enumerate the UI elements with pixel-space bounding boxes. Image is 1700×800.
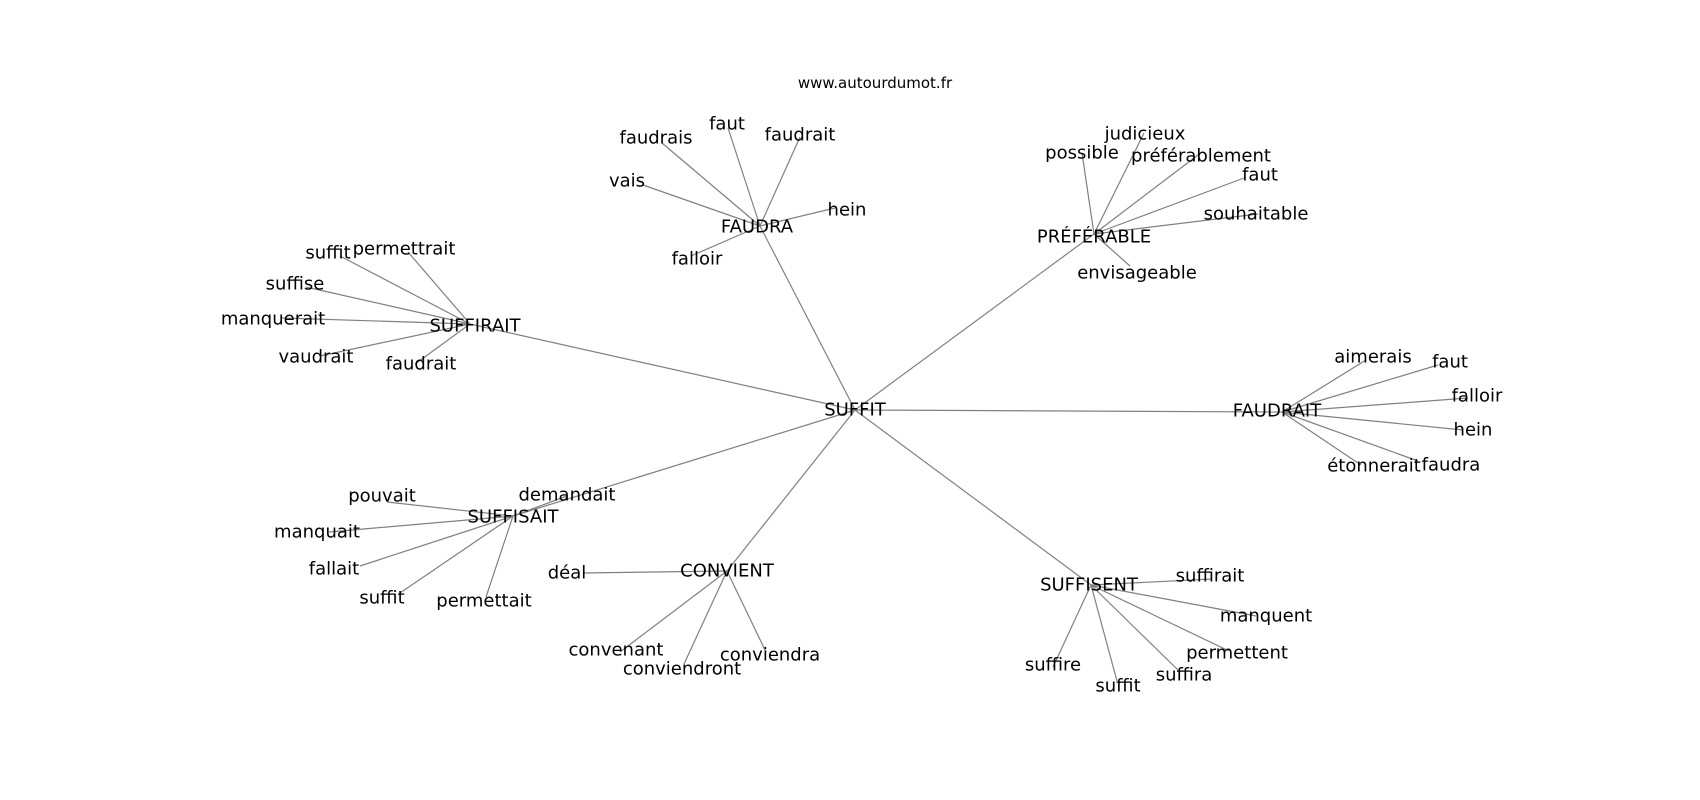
edge-preferable-leaf <box>1093 154 1199 235</box>
leaf-node[interactable]: déal <box>548 563 587 584</box>
edge-center-faudra <box>759 225 856 411</box>
edge-faudra-leaf <box>661 142 761 227</box>
edge-suffisent-leaf <box>1090 584 1257 617</box>
edge-suffisait-leaf <box>359 515 514 567</box>
edge-suffisait-leaf <box>328 515 514 533</box>
edge-preferable-leaf <box>1081 152 1095 235</box>
edge-faudrait-leaf <box>1281 411 1362 466</box>
leaf-node[interactable]: suffit <box>359 588 404 609</box>
edge-preferable-leaf <box>1093 132 1145 235</box>
leaf-node[interactable]: faudrais <box>619 128 692 149</box>
leaf-node[interactable]: manquait <box>274 522 360 543</box>
leaf-node[interactable]: manquent <box>1220 606 1312 627</box>
hub-node-suffisent[interactable]: SUFFISENT <box>1040 575 1139 596</box>
leaf-node[interactable]: vais <box>609 171 645 192</box>
leaf-node[interactable]: étonnerait <box>1327 456 1421 477</box>
leaf-node[interactable]: permettent <box>1186 643 1288 664</box>
edge-suffirait-leaf <box>281 317 471 325</box>
edge-suffirait-leaf <box>339 255 471 325</box>
leaf-node[interactable]: permettrait <box>353 239 456 260</box>
edge-faudra-leaf <box>690 225 761 257</box>
edge-faudra-leaf <box>642 184 761 227</box>
graph-labels: SUFFIT FAUDRA faudrais faut faudrait vais hein… <box>221 114 1503 697</box>
edge-suffisait-leaf <box>485 515 514 598</box>
leaf-node[interactable]: faut <box>1432 352 1468 373</box>
hub-node-faudra[interactable]: FAUDRA <box>721 217 794 238</box>
leaf-node[interactable]: vaudrait <box>278 347 353 368</box>
graph-edges <box>281 127 1469 682</box>
edge-suffisait-leaf <box>399 515 514 594</box>
leaf-node[interactable]: hein <box>1454 420 1493 441</box>
leaf-node[interactable]: judicieux <box>1104 124 1186 145</box>
edge-suffisent-leaf <box>1090 584 1230 652</box>
edge-preferable-leaf <box>1093 213 1259 235</box>
leaf-node[interactable]: falloir <box>672 249 723 270</box>
edge-suffisent-leaf <box>1052 584 1092 668</box>
leaf-node[interactable]: suffira <box>1156 665 1213 686</box>
leaf-node[interactable]: suffire <box>1025 655 1081 676</box>
edge-convient-leaf <box>582 570 728 574</box>
edge-faudra-leaf <box>727 127 761 227</box>
leaf-node[interactable]: faudra <box>1422 455 1481 476</box>
edge-center-suffisent <box>854 409 1092 586</box>
leaf-node[interactable]: permettait <box>436 591 531 612</box>
edge-preferable-leaf <box>1093 233 1131 267</box>
edge-faudrait-leaf <box>1281 359 1367 413</box>
edge-faudrait-leaf <box>1281 364 1439 413</box>
edge-suffisait-leaf <box>386 501 514 517</box>
edge-center-convient <box>726 409 856 572</box>
leaf-node[interactable]: possible <box>1045 143 1119 164</box>
edge-convient-leaf <box>683 570 728 665</box>
leaf-node[interactable]: préférablement <box>1131 146 1271 167</box>
edge-suffirait-leaf <box>414 323 471 365</box>
hub-node-faudrait[interactable]: FAUDRAIT <box>1233 401 1322 422</box>
leaf-node[interactable]: hein <box>828 200 867 221</box>
edge-center-preferable <box>854 233 1095 411</box>
leaf-node[interactable]: conviendront <box>623 659 741 680</box>
leaf-node[interactable]: suffise <box>266 274 325 295</box>
edge-suffirait-leaf <box>319 323 471 357</box>
edge-faudrait-leaf <box>1281 397 1469 413</box>
hub-node-suffisait[interactable]: SUFFISAIT <box>468 507 560 528</box>
edge-faudra-leaf <box>759 207 836 227</box>
leaf-node[interactable]: envisageable <box>1077 263 1197 284</box>
leaf-node[interactable]: faut <box>1242 165 1278 186</box>
leaf-node[interactable]: faudrait <box>765 125 836 146</box>
edge-center-suffirait <box>469 323 856 411</box>
edge-suffisent-leaf <box>1090 584 1118 682</box>
edge-preferable-leaf <box>1093 177 1245 235</box>
edge-faudrait-leaf <box>1281 411 1464 431</box>
source-url: www.autourdumot.fr <box>797 74 953 92</box>
edge-faudrait-leaf <box>1281 411 1419 462</box>
edge-suffisait-leaf <box>512 495 568 517</box>
edge-center-faudrait <box>854 409 1283 413</box>
leaf-node[interactable]: suffit <box>1095 676 1140 697</box>
edge-convient-leaf <box>619 570 728 653</box>
leaf-node[interactable]: demandait <box>519 485 616 506</box>
leaf-node[interactable]: suffirait <box>1176 566 1245 587</box>
leaf-node[interactable]: faudrait <box>386 354 457 375</box>
leaf-node[interactable]: conviendra <box>720 645 820 666</box>
edge-convient-leaf <box>726 570 767 653</box>
leaf-node[interactable]: fallait <box>309 559 359 580</box>
leaf-node[interactable]: falloir <box>1452 386 1503 407</box>
leaf-node[interactable]: manquerait <box>221 309 325 330</box>
leaf-node[interactable]: convenant <box>569 640 664 661</box>
edge-suffisent-leaf <box>1090 578 1213 586</box>
leaf-node[interactable]: aimerais <box>1334 347 1411 368</box>
hub-node-suffirait[interactable]: SUFFIRAIT <box>429 316 521 337</box>
hub-node-convient[interactable]: CONVIENT <box>680 561 775 582</box>
edge-suffisent-leaf <box>1090 584 1179 671</box>
hub-node-preferable[interactable]: PRÉFÉRABLE <box>1037 226 1151 248</box>
edge-faudra-leaf <box>759 136 801 227</box>
edge-center-suffisait <box>512 409 856 517</box>
edge-suffirait-leaf <box>407 251 471 325</box>
leaf-node[interactable]: faut <box>709 114 745 135</box>
edge-suffirait-leaf <box>305 286 471 325</box>
leaf-node[interactable]: suffit <box>305 243 350 264</box>
leaf-node[interactable]: pouvait <box>348 486 416 507</box>
leaf-node[interactable]: souhaitable <box>1204 204 1309 225</box>
center-node[interactable]: SUFFIT <box>824 400 887 421</box>
